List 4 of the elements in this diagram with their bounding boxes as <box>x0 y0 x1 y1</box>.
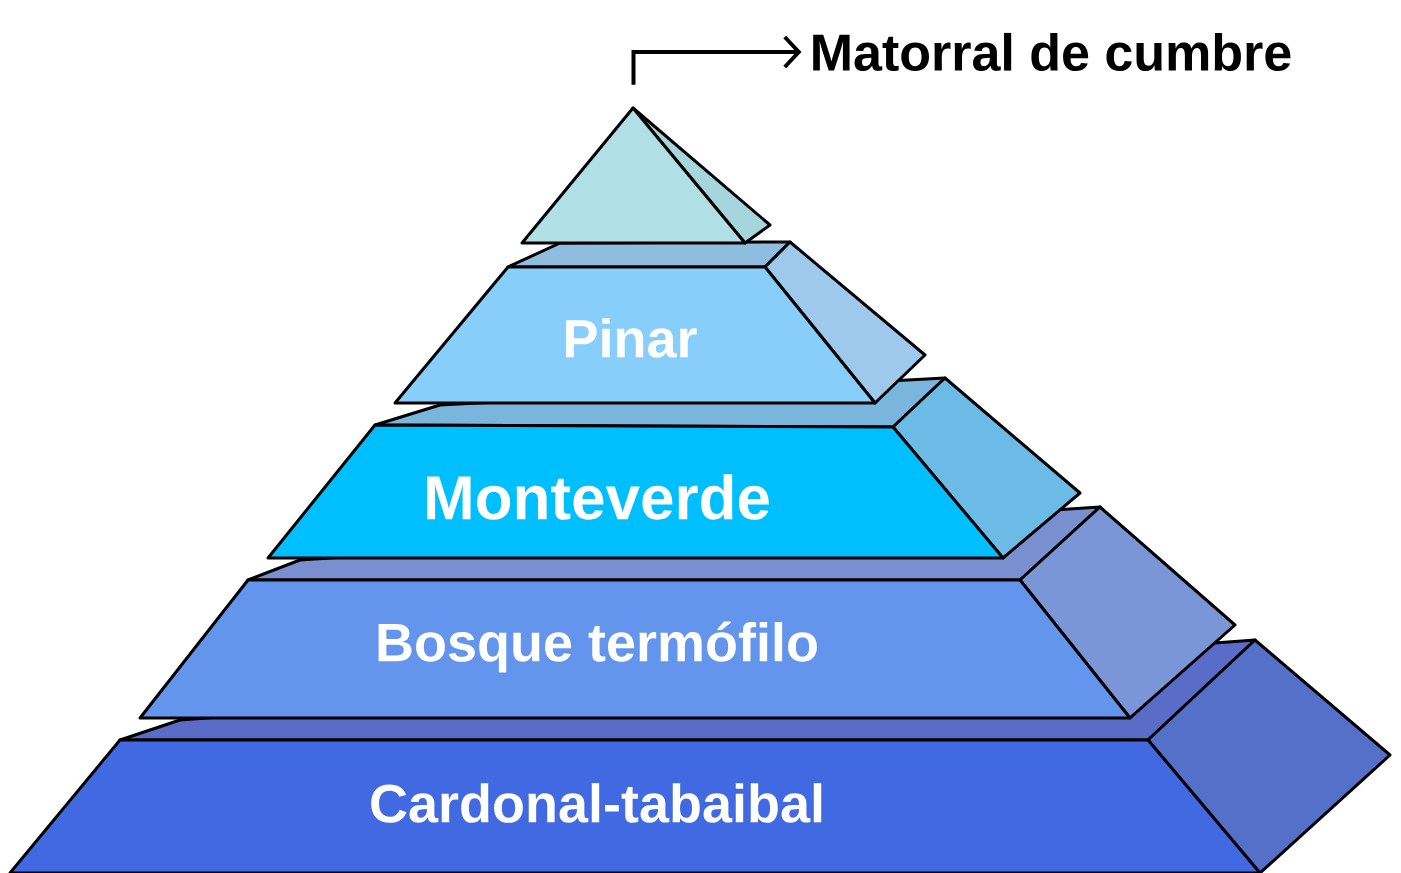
arrow <box>631 35 802 85</box>
level-label: Matorral de cumbre <box>813 32 1291 72</box>
pyramid-top <box>520 106 772 245</box>
pyramid-level: Pinar <box>393 240 927 405</box>
